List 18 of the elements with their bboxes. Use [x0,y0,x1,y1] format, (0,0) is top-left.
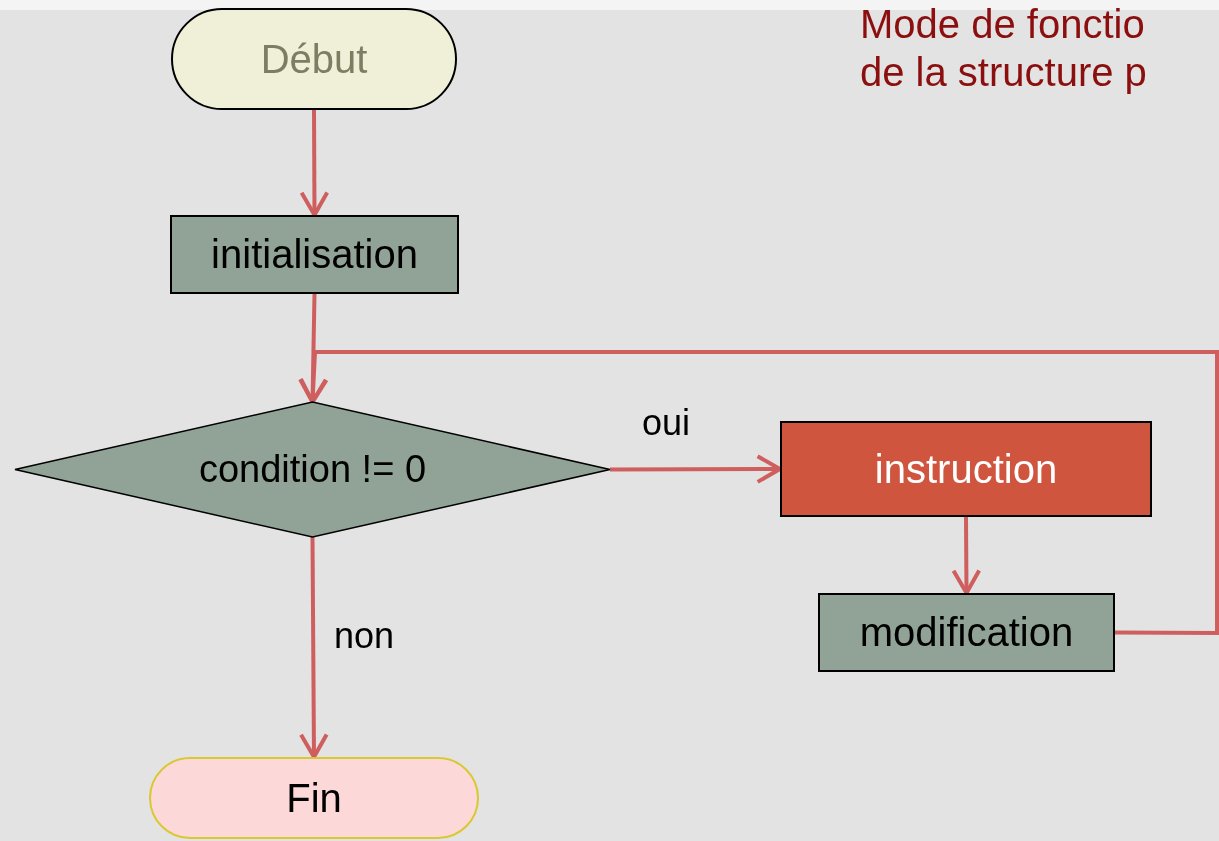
decision-diamond [15,402,610,537]
arrow [610,454,782,484]
node-label: initialisation [211,232,418,277]
arrow [298,350,1219,635]
edge-label: non [334,615,395,657]
edge-label: oui [642,402,691,444]
process-box [780,421,1152,517]
slide-title: Mode de fonctio de la structure p [860,1,1148,96]
arrow [299,110,330,217]
process-box [818,593,1115,672]
node-label: condition != 0 [198,448,427,491]
node-label: Fin [286,775,342,821]
node-label: Début [260,36,368,82]
arrow [951,517,982,595]
arrow [299,537,329,759]
process-box [170,215,459,294]
node-label: instruction [874,446,1058,492]
node-label: modification [859,610,1074,655]
